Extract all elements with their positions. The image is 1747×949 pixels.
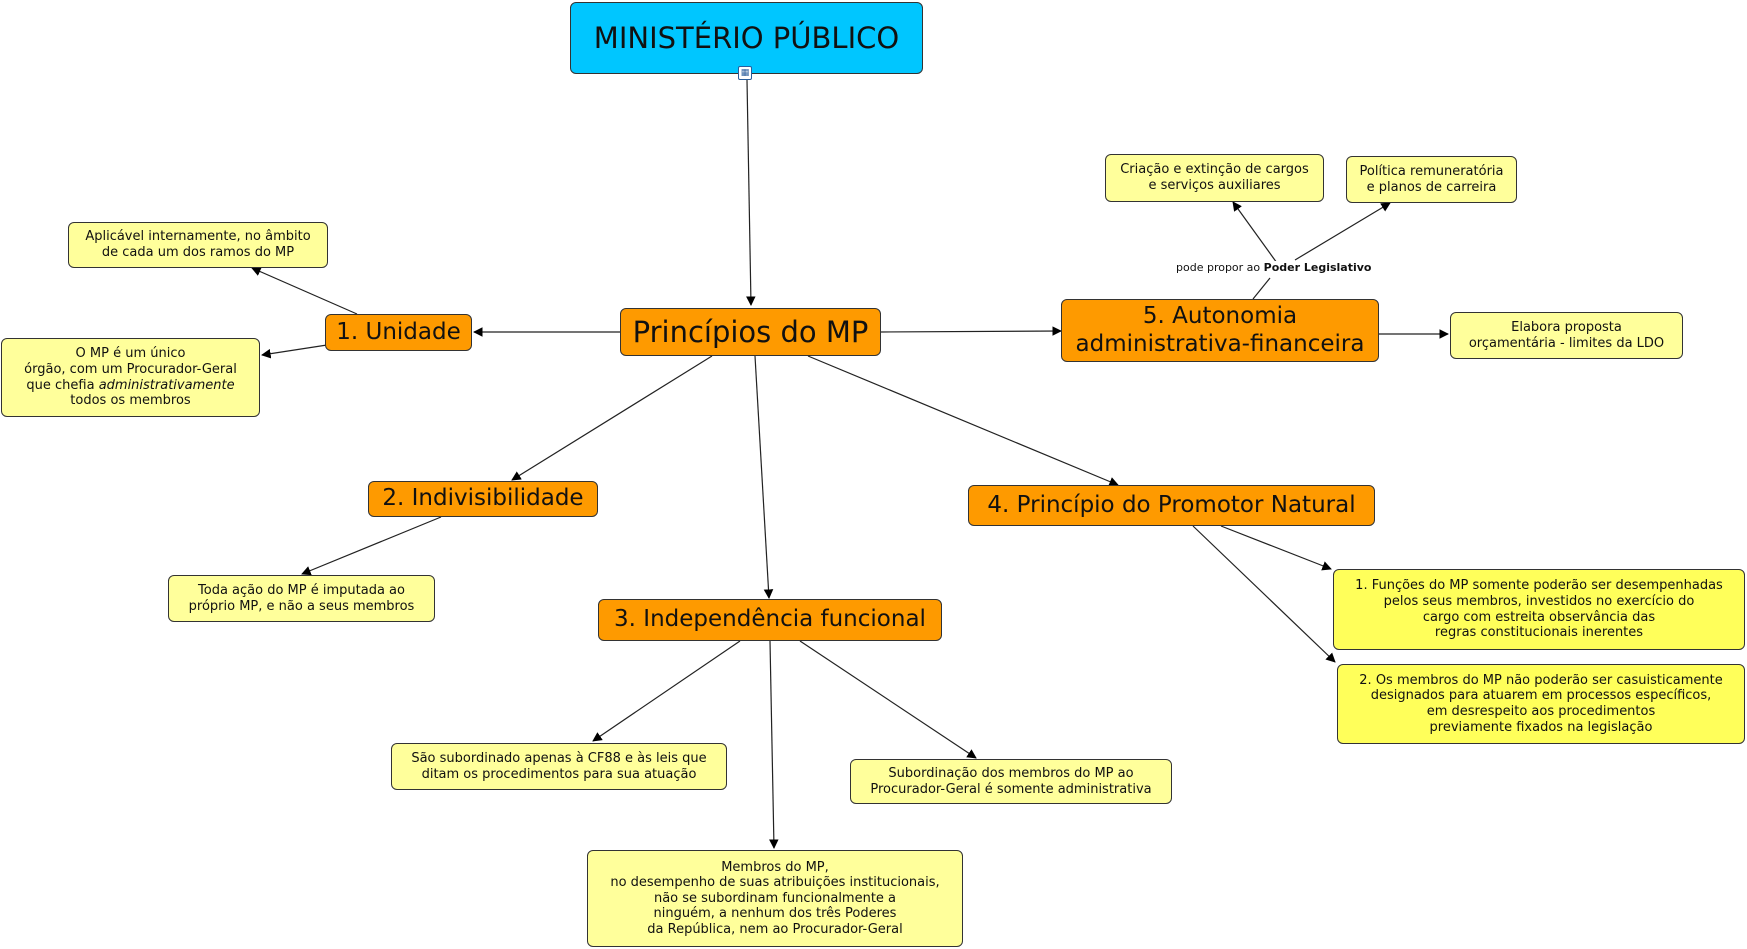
leaf-promotor-2[interactable]: 2. Os membros do MP não poderão ser casu… — [1337, 664, 1745, 744]
category-independencia-label: 3. Independência funcional — [614, 606, 926, 633]
leaf-indep-subord-text: Subordinação dos membros do MP ao Procur… — [870, 765, 1152, 797]
leaf-indiv-acao-text: Toda ação do MP é imputada ao próprio MP… — [188, 582, 415, 614]
edge-main-promotor — [807, 355, 1119, 487]
leaf-indiv-acao[interactable]: Toda ação do MP é imputada ao próprio MP… — [168, 575, 435, 622]
main-node[interactable]: Princípios do MP — [620, 308, 881, 356]
leaf-indep-membros[interactable]: Membros do MP, no desempenho de suas atr… — [587, 850, 963, 947]
category-unidade-label: 1. Unidade — [336, 318, 461, 345]
edge-autonomia-label — [1252, 277, 1271, 300]
category-unidade[interactable]: 1. Unidade — [325, 314, 472, 351]
leaf-promotor-1[interactable]: 1. Funções do MP somente poderão ser des… — [1333, 569, 1745, 650]
leaf-auto-proposta-text: Elabora proposta orçamentária - limites … — [1468, 319, 1665, 351]
edge-main-independencia — [754, 355, 774, 599]
category-promotor-label: 4. Princípio do Promotor Natural — [987, 491, 1356, 518]
root-node[interactable]: MINISTÉRIO PÚBLICO — [570, 2, 923, 74]
concept-map-link-icon[interactable]: ▦ — [738, 66, 752, 80]
leaf-unidade-orgao-italic: administrativamente — [98, 377, 235, 393]
leaf-auto-politica[interactable]: Política remuneratória e planos de carre… — [1346, 156, 1517, 203]
leaf-auto-cargos[interactable]: Criação e extinção de cargos e serviços … — [1105, 154, 1324, 202]
edge-main-autonomia — [880, 326, 1062, 336]
edge-root-main — [746, 79, 756, 306]
edge-indep-cf88 — [592, 640, 741, 742]
category-indivisibilidade[interactable]: 2. Indivisibilidade — [368, 481, 598, 517]
edge-main-indivisibilidade — [511, 355, 713, 481]
edge-indep-membros — [769, 640, 779, 849]
leaf-indep-subord[interactable]: Subordinação dos membros do MP ao Procur… — [850, 759, 1172, 804]
edge-unidade-orgao — [261, 344, 328, 359]
edge-label-politica — [1294, 202, 1391, 261]
main-label: Princípios do MP — [632, 314, 869, 349]
link-label-prefix: pode propor ao — [1176, 261, 1264, 274]
edge-indep-subord — [799, 640, 977, 759]
leaf-indep-membros-text: Membros do MP, no desempenho de suas atr… — [610, 859, 940, 937]
leaf-auto-cargos-text: Criação e extinção de cargos e serviços … — [1120, 162, 1309, 193]
root-label: MINISTÉRIO PÚBLICO — [593, 20, 900, 55]
leaf-unidade-orgao-part2: todos os membros — [70, 393, 191, 409]
leaf-unidade-orgao-text: O MP é um único órgão, com um Procurador… — [24, 346, 237, 408]
category-independencia[interactable]: 3. Independência funcional — [598, 599, 942, 641]
leaf-indep-cf88-text: São subordinado apenas à CF88 e às leis … — [411, 750, 707, 782]
category-promotor[interactable]: 4. Princípio do Promotor Natural — [968, 485, 1375, 526]
leaf-auto-politica-text: Política remuneratória e planos de carre… — [1359, 163, 1504, 195]
leaf-unidade-orgao[interactable]: O MP é um único órgão, com um Procurador… — [1, 338, 260, 417]
category-autonomia-label: 5. Autonomia administrativa-financeira — [1075, 302, 1365, 357]
link-label-bold: Poder Legislativo — [1263, 261, 1372, 274]
leaf-promotor-2-text: 2. Os membros do MP não poderão ser casu… — [1359, 672, 1723, 735]
leaf-unidade-orgao-part1: O MP é um único órgão, com um Procurador… — [24, 346, 237, 393]
link-label-poder-legislativo: pode propor ao Poder Legislativo — [1176, 261, 1372, 274]
category-indivisibilidade-label: 2. Indivisibilidade — [382, 485, 584, 512]
leaf-promotor-1-text: 1. Funções do MP somente poderão ser des… — [1355, 578, 1723, 641]
leaf-unidade-ambito-text: Aplicável internamente, no âmbito de cad… — [85, 229, 311, 260]
edge-promotor-2 — [1192, 525, 1336, 663]
edge-indiv-acao — [301, 516, 442, 576]
leaf-unidade-ambito[interactable]: Aplicável internamente, no âmbito de cad… — [68, 222, 328, 268]
edge-unidade-ambito — [251, 267, 358, 315]
category-autonomia[interactable]: 5. Autonomia administrativa-financeira — [1061, 299, 1379, 362]
leaf-auto-proposta[interactable]: Elabora proposta orçamentária - limites … — [1450, 312, 1683, 359]
edge-promotor-1 — [1220, 525, 1332, 571]
edge-label-cargos — [1232, 201, 1278, 264]
leaf-indep-cf88[interactable]: São subordinado apenas à CF88 e às leis … — [391, 743, 727, 790]
